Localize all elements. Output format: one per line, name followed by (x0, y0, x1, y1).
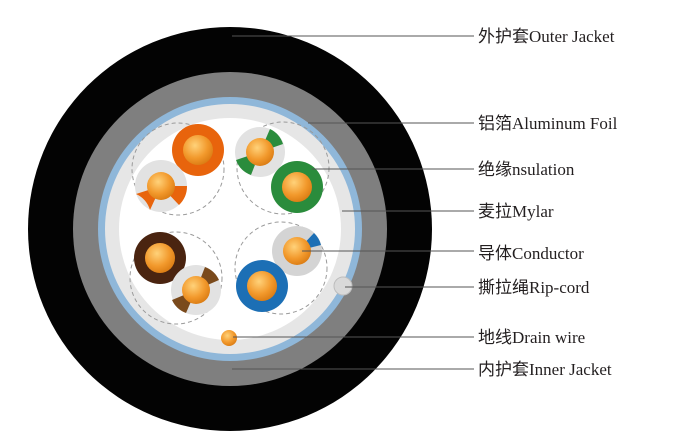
label-drain-wire: 地线Drain wire (478, 328, 585, 347)
conductor-core (247, 271, 277, 301)
conductor-core (183, 135, 213, 165)
conductor-core (182, 276, 210, 304)
conductor-core (283, 237, 311, 265)
rip-cord (333, 276, 353, 296)
conductor-core (147, 172, 175, 200)
pair-brown (134, 232, 221, 315)
pair-blue (236, 226, 322, 312)
leader-lines (232, 35, 474, 370)
conductor-core (145, 243, 175, 273)
label-rip-cord: 撕拉绳Rip-cord (478, 278, 590, 297)
label-aluminum-foil: 铝箔Aluminum Foil (478, 114, 618, 133)
label-outer-jacket: 外护套Outer Jacket (478, 27, 615, 46)
label-conductor: 导体Conductor (478, 244, 584, 263)
pair-green (235, 127, 323, 213)
labels: 外护套Outer Jacket 铝箔Aluminum Foil 绝缘nsulat… (478, 27, 618, 379)
label-mylar: 麦拉Mylar (478, 202, 554, 221)
drain-wire (221, 330, 237, 346)
label-insulation: 绝缘nsulation (478, 160, 575, 179)
label-inner-jacket: 内护套Inner Jacket (478, 360, 612, 379)
pair-outlines (129, 121, 330, 325)
conductor-core (282, 172, 312, 202)
conductor-core (246, 138, 274, 166)
pair-orange (135, 124, 224, 212)
